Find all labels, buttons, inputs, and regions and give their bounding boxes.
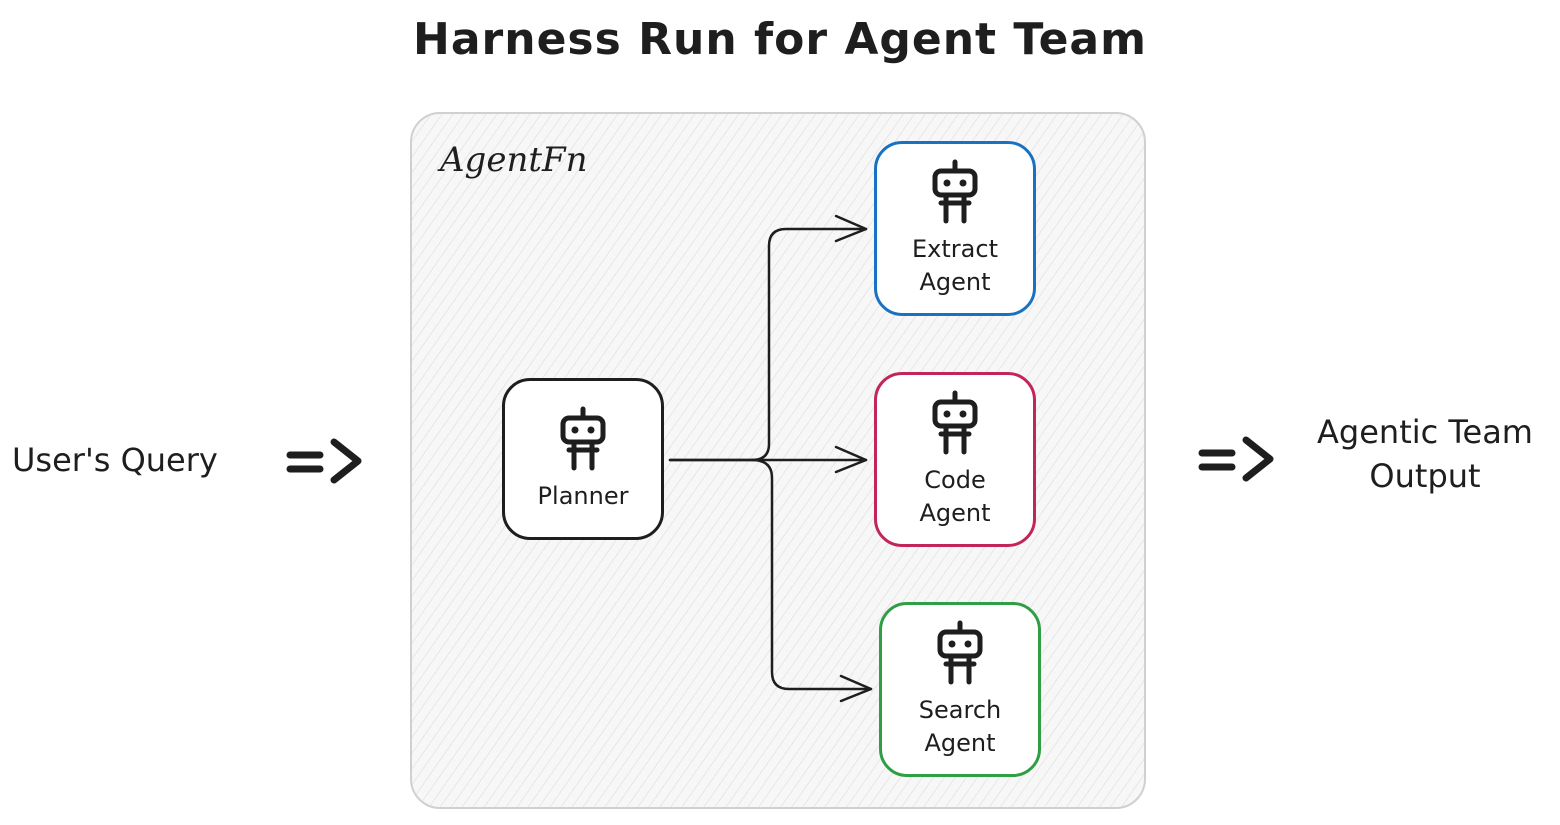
- code-agent-node: Code Agent: [874, 372, 1036, 547]
- planner-node: Planner: [502, 378, 664, 540]
- search-agent-label: Search Agent: [918, 695, 1002, 757]
- robot-icon: [932, 159, 978, 223]
- search-agent-node: Search Agent: [879, 602, 1041, 777]
- double-arrow-right-icon: [286, 438, 362, 484]
- planner-label: Planner: [537, 481, 629, 510]
- robot-icon: [937, 620, 983, 684]
- code-agent-label: Code Agent: [919, 465, 991, 527]
- agentic-team-output-label: Agentic Team Output: [1317, 413, 1533, 495]
- extract-agent-node: Extract Agent: [874, 141, 1036, 316]
- container-label: AgentFn: [440, 140, 588, 180]
- diagram-title: Harness Run for Agent Team: [413, 14, 1147, 65]
- double-arrow-right-icon: [1198, 436, 1274, 482]
- robot-icon: [560, 406, 606, 470]
- users-query-label: User's Query: [12, 441, 218, 479]
- robot-icon: [932, 390, 978, 454]
- extract-agent-label: Extract Agent: [912, 234, 998, 296]
